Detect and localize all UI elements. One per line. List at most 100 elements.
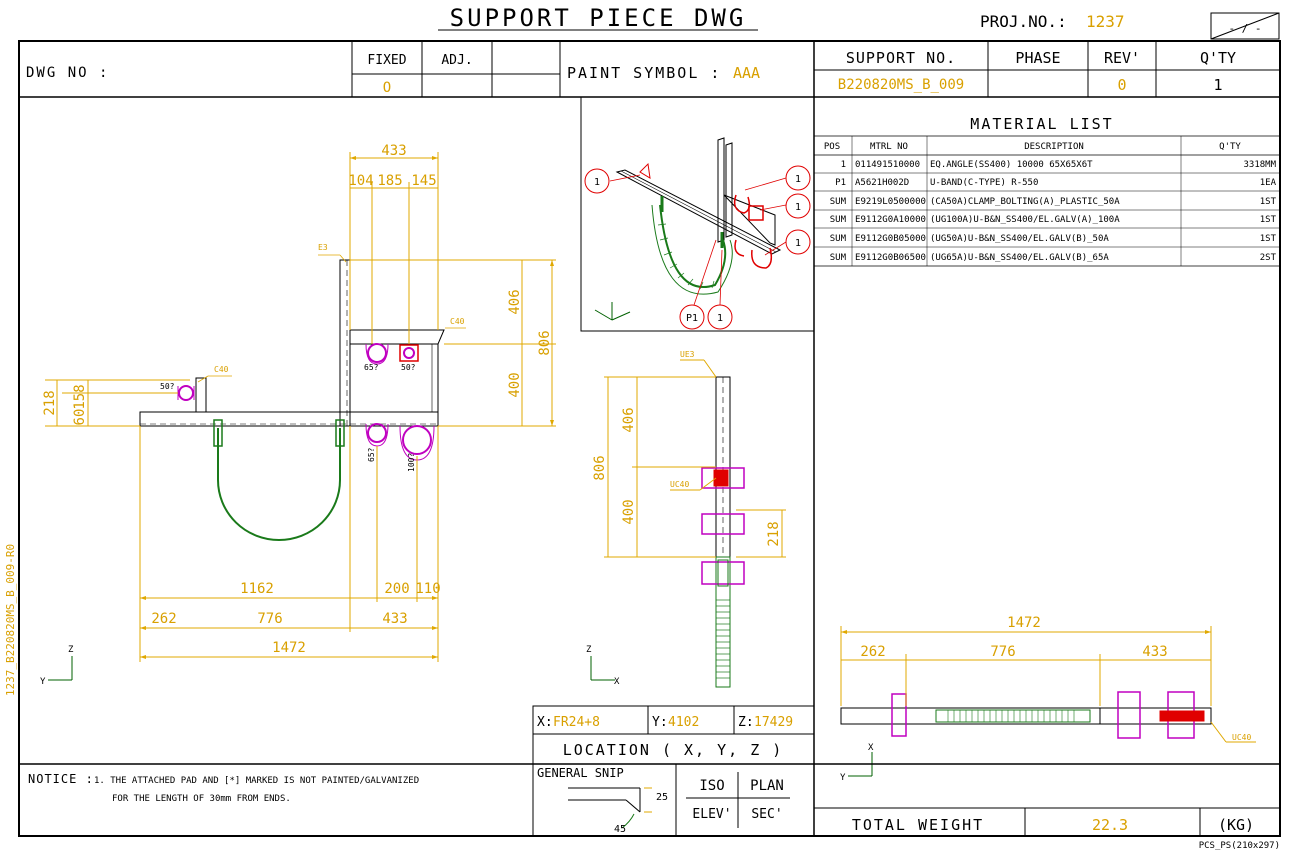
qty-value: 1 <box>1213 76 1222 94</box>
plan-axis-x: X <box>868 743 874 753</box>
dim-v158: 158 <box>72 384 88 409</box>
side-drawing-id: 1237_B220820MS_B_009-R0 <box>4 544 17 696</box>
support-no-value: B220820MS_B_009 <box>838 77 964 93</box>
side-view <box>590 359 786 688</box>
paper-size: PCS_PS(210x297) <box>1199 841 1280 851</box>
location-title: LOCATION ( X, Y, Z ) <box>563 741 784 759</box>
ml-row-mtrl: E9112G0B06500 <box>855 253 926 263</box>
ml-header-qty: Q'TY <box>1219 142 1241 152</box>
phase-label: PHASE <box>1015 49 1060 67</box>
qty-label: Q'TY <box>1200 49 1236 67</box>
dim-h200: 200 <box>384 581 409 597</box>
plan-label-uc40: UC40 <box>1232 733 1251 742</box>
adj-label: ADJ. <box>441 53 472 68</box>
dim-v218: 218 <box>42 390 58 415</box>
proj-value: 1237 <box>1086 12 1125 31</box>
side-dim-806: 806 <box>592 455 608 480</box>
snip-dim-25: 25 <box>656 792 668 803</box>
dim-h262: 262 <box>151 611 176 627</box>
fixed-value: O <box>383 80 391 96</box>
paint-value: AAA <box>733 64 760 82</box>
front-view <box>45 152 556 681</box>
ml-row-mtrl: A5621H002D <box>855 178 909 188</box>
ml-row-pos: SUM <box>830 215 847 225</box>
loc-y-label: Y: <box>652 715 668 730</box>
ml-row-mtrl: E9112G0B05000 <box>855 234 926 244</box>
label-pipe-50b: 50? <box>401 363 416 372</box>
ml-row-qty: 1ST <box>1260 197 1277 207</box>
iso-callout-p1: P1 <box>686 313 698 324</box>
dim-145: 145 <box>411 173 436 189</box>
ml-row-mtrl: E9112G0A10000 <box>855 215 926 225</box>
loc-y-value: 4102 <box>668 715 699 730</box>
sheet-box <box>1210 12 1280 40</box>
label-c40-upper: C40 <box>450 317 465 326</box>
dim-h433: 433 <box>382 611 407 627</box>
label-pipe-65a: 65? <box>364 363 379 372</box>
iso-view-frame <box>580 96 815 332</box>
dim-v400: 400 <box>507 372 523 397</box>
loc-z-value: 17429 <box>754 715 793 730</box>
side-axis-x: X <box>614 677 620 687</box>
ml-header-pos: POS <box>824 142 840 152</box>
ml-row-qty: 1ST <box>1260 215 1277 225</box>
iso-callout-1: 1 <box>594 177 600 188</box>
ml-row-desc: (UG100A)U-B&N_SS400/EL.GALV(A)_100A <box>930 215 1120 225</box>
ml-row-qty: 3318MM <box>1243 160 1276 170</box>
side-dim-406: 406 <box>621 407 637 432</box>
snip-title: GENERAL SNIP <box>537 766 624 780</box>
side-label-uc40: UC40 <box>670 480 689 489</box>
snip-sketch <box>568 787 652 829</box>
ml-row-pos: P1 <box>835 178 846 188</box>
rev-value: 0 <box>1117 76 1126 94</box>
label-pipe-50a: 50? <box>160 382 175 391</box>
side-dim-400: 400 <box>621 499 637 524</box>
loc-x-value: FR24+8 <box>553 715 600 730</box>
side-label-ue3: UE3 <box>680 350 695 359</box>
view-plan: PLAN <box>750 778 784 794</box>
material-list-table <box>814 135 1280 267</box>
label-pipe-65b: 65? <box>367 447 376 462</box>
plan-dim-776: 776 <box>990 644 1015 660</box>
iso-callout-5: 1 <box>717 313 723 324</box>
plan-axis-y: Y <box>840 773 846 783</box>
loc-x-label: X: <box>537 715 553 730</box>
dim-104: 104 <box>348 173 373 189</box>
plan-dim-262: 262 <box>860 644 885 660</box>
rev-label: REV' <box>1104 49 1140 67</box>
ml-row-pos: SUM <box>830 253 847 263</box>
paint-label: PAINT SYMBOL : <box>567 64 721 82</box>
view-elev: ELEV' <box>692 807 731 822</box>
outer-border <box>18 40 1281 837</box>
dim-h110: 110 <box>415 581 440 597</box>
ml-row-desc: U-BAND(C-TYPE) R-550 <box>930 178 1038 188</box>
material-list-title: MATERIAL LIST <box>970 115 1113 133</box>
side-dim-218: 218 <box>766 521 782 546</box>
drawing-title: SUPPORT PIECE DWG <box>450 4 747 32</box>
label-c40-lower: C40 <box>214 365 229 374</box>
plan-dim-1472: 1472 <box>1007 615 1041 631</box>
iso-callout-3: 1 <box>795 202 801 213</box>
notice-label: NOTICE : <box>28 772 94 786</box>
dim-h1472: 1472 <box>272 640 306 656</box>
dim-v406: 406 <box>507 289 523 314</box>
ml-row-mtrl: E9219L0500000 <box>855 197 926 207</box>
total-weight-label: TOTAL WEIGHT <box>852 816 984 834</box>
plan-dim-433: 433 <box>1142 644 1167 660</box>
ml-row-desc: (CA50A)CLAMP_BOLTING(A)_PLASTIC_50A <box>930 197 1120 207</box>
total-weight-unit: (KG) <box>1218 816 1254 834</box>
loc-z-label: Z: <box>738 715 754 730</box>
iso-callout-2: 1 <box>795 174 801 185</box>
ml-header-mtrl: MTRL NO <box>870 142 908 152</box>
fixed-label: FIXED <box>367 53 406 68</box>
ml-row-pos: SUM <box>830 197 847 207</box>
ml-row-qty: 1EA <box>1260 178 1277 188</box>
front-axis-z: Z <box>68 645 74 655</box>
ml-row-desc: EQ.ANGLE(SS400) 10000 65X65X6T <box>930 160 1093 170</box>
snip-dim-45: 45 <box>614 824 626 835</box>
sheet-box-text: - / - <box>1228 22 1261 35</box>
ml-row-qty: 2ST <box>1260 253 1277 263</box>
dwg-no-label: DWG NO : <box>26 65 109 81</box>
dim-h1162: 1162 <box>240 581 274 597</box>
